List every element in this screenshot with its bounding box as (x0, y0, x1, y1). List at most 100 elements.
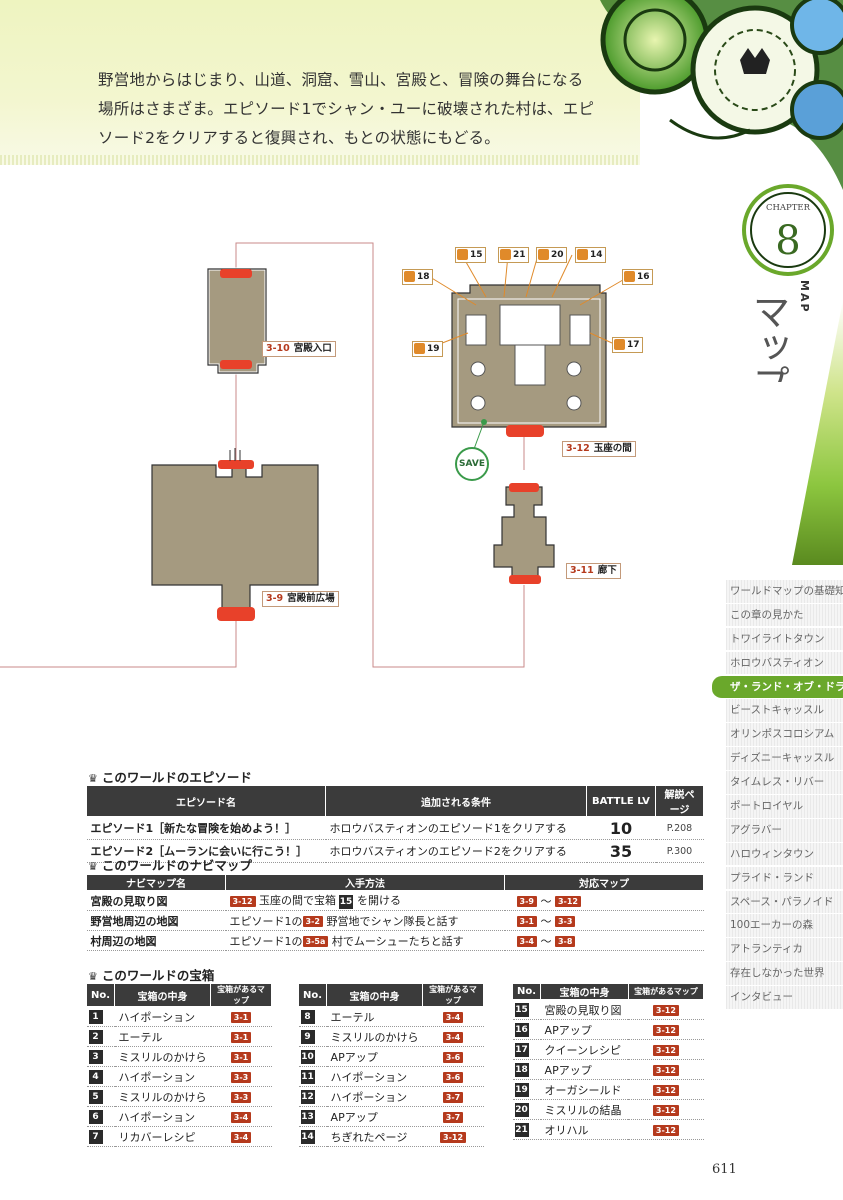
sidebar-item[interactable]: ビーストキャッスル (726, 699, 843, 724)
door-3-11-bottom (509, 575, 541, 584)
map-ref: 3-4 (230, 1131, 252, 1143)
col-header: No. (85, 983, 116, 1007)
chest-map: 3-7 (422, 1086, 484, 1107)
chest-number: 9 (300, 1030, 315, 1044)
chest-number: 14 (300, 1130, 315, 1144)
chest-map: 3-1 (210, 1046, 272, 1067)
sidebar-item[interactable]: トワイライトタウン (726, 627, 843, 652)
chest-number: 19 (514, 1083, 529, 1097)
sidebar-item[interactable]: ホロウバスティオン (726, 651, 843, 676)
sidebar-item[interactable]: ハロウィンタウン (726, 842, 843, 867)
chest-map: 3-3 (210, 1066, 272, 1087)
map-ref: 3-1 (230, 1011, 252, 1023)
chest-item: ミスリルのかけら (326, 1026, 423, 1047)
chest-no: 9 (298, 1026, 327, 1047)
chest-map: 3-12 (628, 1119, 704, 1140)
map-ref: 3-12 (229, 895, 256, 907)
episode-condition: ホロウバスティオンのエピソード1をクリアする (325, 816, 587, 840)
navimap-range: 3-4 ～ 3-8 (504, 930, 704, 951)
chest-no: 18 (512, 1059, 541, 1080)
sidebar-item[interactable]: スペース・パラノイド (726, 890, 843, 915)
map-title: マップ (746, 292, 790, 382)
col-header: No. (511, 983, 542, 1000)
col-header: 解説ページ (655, 785, 704, 817)
chest-number: 11 (300, 1070, 315, 1084)
chest-item: クイーンレシピ (540, 1039, 629, 1060)
episode-name: エピソード2［ムーランに会いに行こう！］ (86, 839, 326, 863)
sidebar-item[interactable]: 存在しなかった世界 (726, 962, 843, 986)
sidebar-item[interactable]: ザ・ランド・オブ・ドラゴン (712, 675, 843, 700)
chest-number: 13 (300, 1110, 315, 1124)
col-header: 対応マップ (504, 874, 704, 891)
door-3-11-top (509, 483, 539, 492)
map-ref: 3-5a (302, 936, 329, 947)
sidebar-item[interactable]: ポートロイヤル (726, 795, 843, 819)
header-band (0, 0, 640, 165)
map-ref: 3-6 (442, 1051, 464, 1063)
battle-level: 10 (586, 816, 656, 840)
col-header: 宝箱の中身 (114, 983, 212, 1007)
sidebar-item[interactable]: インタビュー (726, 986, 843, 1010)
treasure-heading: ♛このワールドの宝箱 (88, 968, 215, 983)
chest-no: 3 (86, 1046, 115, 1067)
chest-item: ちぎれたページ (326, 1126, 423, 1147)
chest-item: ハイポーション (114, 1066, 211, 1087)
map-title-en: MAP (798, 280, 811, 314)
col-header: BATTLE LV (586, 785, 656, 817)
crown-icon: ♛ (88, 772, 98, 785)
sidebar-item[interactable]: タイムレス・リバー (726, 771, 843, 795)
chest-item: APアップ (540, 1059, 629, 1080)
col-header: ナビマップ名 (86, 874, 226, 891)
chest-tag: 15 (455, 247, 486, 263)
sidebar-item[interactable]: ワールドマップの基礎知識 (726, 580, 843, 604)
sidebar-item[interactable]: ディズニーキャッスル (726, 747, 843, 771)
map-ref: 3-12 (652, 1084, 679, 1096)
sidebar-item[interactable]: この章の見かた (726, 603, 843, 628)
chest-number: 12 (300, 1090, 315, 1104)
map-ref: 3-1 (230, 1031, 252, 1043)
chest-number: 20 (514, 1103, 529, 1117)
svg-text:CHAPTER: CHAPTER (766, 203, 811, 213)
chest-item: ハイポーション (326, 1086, 423, 1107)
battle-level: 35 (586, 839, 656, 863)
sidebar-item[interactable]: プライド・ランド (726, 866, 843, 891)
chest-no: 12 (298, 1086, 327, 1107)
sidebar-item[interactable]: アグラバー (726, 818, 843, 843)
sidebar-item[interactable]: 100エーカーの森 (726, 914, 843, 939)
chest-tag: 19 (412, 341, 443, 357)
map-3-9-shape (151, 464, 319, 616)
chest-no: 5 (86, 1086, 115, 1107)
chest-tag: 18 (402, 269, 433, 285)
sidebar-item[interactable]: アトランティカ (726, 938, 843, 962)
crown-icon: ♛ (88, 860, 98, 873)
chest-item: ミスリルのかけら (114, 1086, 211, 1107)
chest-map: 3-3 (210, 1086, 272, 1107)
chapter-badge: CHAPTER 8 (742, 184, 834, 276)
sidebar-item[interactable]: オリンポスコロシアム (726, 723, 843, 747)
chest-no: 13 (298, 1106, 327, 1127)
ref-page: P.208 (655, 816, 704, 840)
chest-map: 3-12 (628, 1059, 704, 1080)
episodes-heading: ♛このワールドのエピソード (88, 770, 252, 785)
col-header: 宝箱があるマップ (627, 983, 705, 1000)
chest-item: APアップ (326, 1046, 423, 1067)
chest-no: 21 (512, 1119, 541, 1140)
door-3-10-top (220, 269, 252, 278)
